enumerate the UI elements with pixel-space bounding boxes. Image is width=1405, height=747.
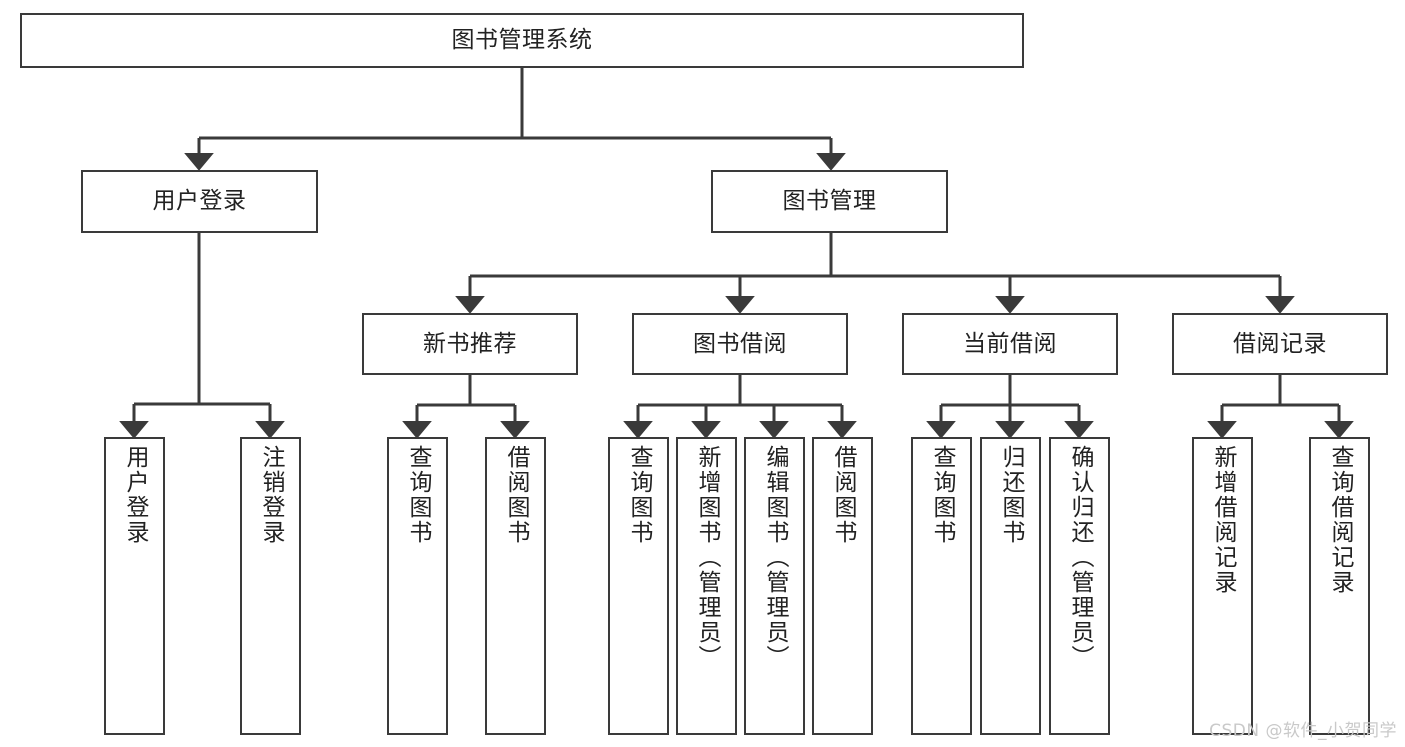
node-leaf-confirm-return-label: 确认归还（管理员） [1067,445,1093,670]
node-borrow-record[interactable]: 借阅记录 [1172,313,1388,375]
node-leaf-add-record-label: 新增借阅记录 [1210,445,1236,595]
node-leaf-return-book[interactable]: 归还图书 [980,437,1041,735]
node-book-borrow[interactable]: 图书借阅 [632,313,848,375]
node-leaf-user-logout-label: 注销登录 [258,445,284,545]
node-leaf-user-login[interactable]: 用户登录 [104,437,165,735]
node-root[interactable]: 图书管理系统 [20,13,1024,68]
node-leaf-add-record[interactable]: 新增借阅记录 [1192,437,1253,735]
node-leaf-query-book-2[interactable]: 查询图书 [608,437,669,735]
node-leaf-borrow-book-2[interactable]: 借阅图书 [812,437,873,735]
node-book-manage-label: 图书管理 [782,188,877,215]
node-new-book-recommend[interactable]: 新书推荐 [362,313,578,375]
node-leaf-query-record[interactable]: 查询借阅记录 [1309,437,1370,735]
node-leaf-add-book-label: 新增图书（管理员） [694,445,720,670]
node-leaf-edit-book[interactable]: 编辑图书（管理员） [744,437,805,735]
node-user-login-label: 用户登录 [152,188,247,215]
csdn-watermark: CSDN @软件_小贺同学 [1209,721,1397,741]
node-leaf-query-book-1-label: 查询图书 [405,445,431,545]
node-user-login[interactable]: 用户登录 [81,170,318,233]
node-leaf-borrow-book-2-label: 借阅图书 [830,445,856,545]
node-current-borrow[interactable]: 当前借阅 [902,313,1118,375]
node-leaf-query-book-3-label: 查询图书 [929,445,955,545]
node-book-manage[interactable]: 图书管理 [711,170,948,233]
node-leaf-add-book[interactable]: 新增图书（管理员） [676,437,737,735]
node-leaf-confirm-return[interactable]: 确认归还（管理员） [1049,437,1110,735]
node-book-borrow-label: 图书借阅 [693,330,787,357]
node-leaf-user-logout[interactable]: 注销登录 [240,437,301,735]
node-current-borrow-label: 当前借阅 [963,330,1057,357]
node-leaf-query-book-1[interactable]: 查询图书 [387,437,448,735]
node-leaf-query-book-3[interactable]: 查询图书 [911,437,972,735]
node-leaf-return-book-label: 归还图书 [998,445,1024,545]
node-leaf-borrow-book-1[interactable]: 借阅图书 [485,437,546,735]
node-leaf-query-book-2-label: 查询图书 [626,445,652,545]
node-leaf-query-record-label: 查询借阅记录 [1327,445,1353,595]
node-leaf-user-login-label: 用户登录 [122,445,148,545]
node-leaf-edit-book-label: 编辑图书（管理员） [762,445,788,670]
node-root-label: 图书管理系统 [451,27,593,54]
node-leaf-borrow-book-1-label: 借阅图书 [503,445,529,545]
node-borrow-record-label: 借阅记录 [1233,330,1327,357]
node-new-book-recommend-label: 新书推荐 [423,330,517,357]
